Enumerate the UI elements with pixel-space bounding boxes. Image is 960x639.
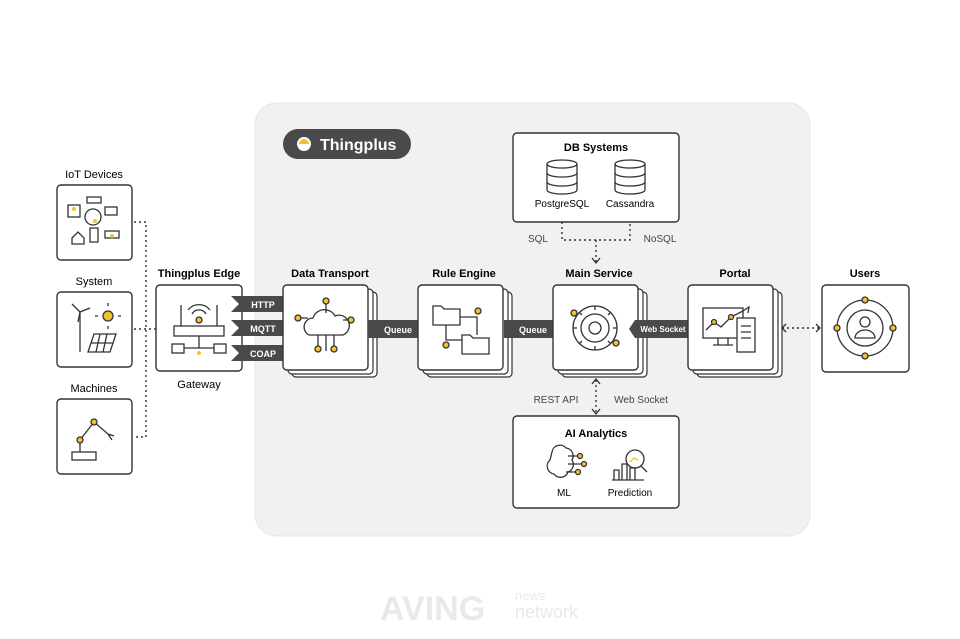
system-box [56,291,133,368]
brain-network-icon [546,444,588,478]
protocol-coap: COAP [231,345,297,361]
brand-name: Thingplus [320,137,397,154]
database-icon [614,159,646,195]
prediction-chart-icon [612,449,648,481]
rule-engine-title: Rule Engine [432,268,496,280]
machines-label: Machines [70,383,118,395]
protocol-http: HTTP [231,296,297,312]
svg-text:COAP: COAP [250,349,276,359]
sources-connector [134,221,156,438]
brand-badge: Thingplus [283,129,411,159]
ai-item-ml: ML [557,488,571,499]
transport-title: Data Transport [291,268,369,280]
svg-text:Web Socket: Web Socket [640,325,686,334]
main-service-title: Main Service [565,268,632,280]
portal-title: Portal [719,268,750,280]
ai-title: AI Analytics [565,428,628,440]
system-label: System [76,276,113,288]
nosql-label: NoSQL [644,234,677,245]
users-title: Users [850,268,881,280]
iot-devices-icon [67,196,120,245]
users-box [821,284,910,373]
aving-watermark: AVING news network [380,588,579,628]
cloud-network-icon [294,297,355,353]
solar-wind-icon [71,303,121,353]
gear-icon [570,305,620,351]
folder-flow-icon [432,305,490,355]
svg-text:HTTP: HTTP [251,300,275,310]
edge-title: Thingplus Edge [158,268,241,280]
db-item-cassandra: Cassandra [606,199,655,210]
edge-box [155,284,243,372]
websocket-tag: Web Socket [629,320,697,338]
edge-subtitle: Gateway [177,379,221,391]
main-service-box [552,284,639,371]
sql-label: SQL [528,234,548,245]
rest-api-label: REST API [534,395,579,406]
rule-engine-box [417,284,504,371]
ai-item-prediction: Prediction [608,488,652,499]
db-box [512,132,680,223]
thingplus-logo-icon [297,137,311,151]
user-icon [833,296,897,360]
protocol-mqtt: MQTT [231,320,297,336]
svg-text:Queue: Queue [519,325,547,335]
svg-text:Queue: Queue [384,325,412,335]
api-websocket-label: Web Socket [614,395,668,406]
dashboard-icon [702,305,756,353]
svg-text:MQTT: MQTT [250,324,276,334]
ai-box [512,415,680,509]
database-icon [546,159,578,195]
machines-box [56,398,133,475]
iot-devices-label: IoT Devices [65,169,123,181]
portal-box [687,284,774,371]
svg-text:AVING: AVING [380,590,485,628]
queue-tag-1: Queue [368,320,431,338]
svg-text:network: network [515,602,579,622]
queue-tag-2: Queue [504,320,567,338]
db-item-postgresql: PostgreSQL [535,199,590,210]
gateway-router-icon [171,304,227,355]
svg-text:news: news [515,588,546,603]
db-connector [561,222,631,262]
robot-arm-icon [71,418,115,461]
db-title: DB Systems [564,142,628,154]
